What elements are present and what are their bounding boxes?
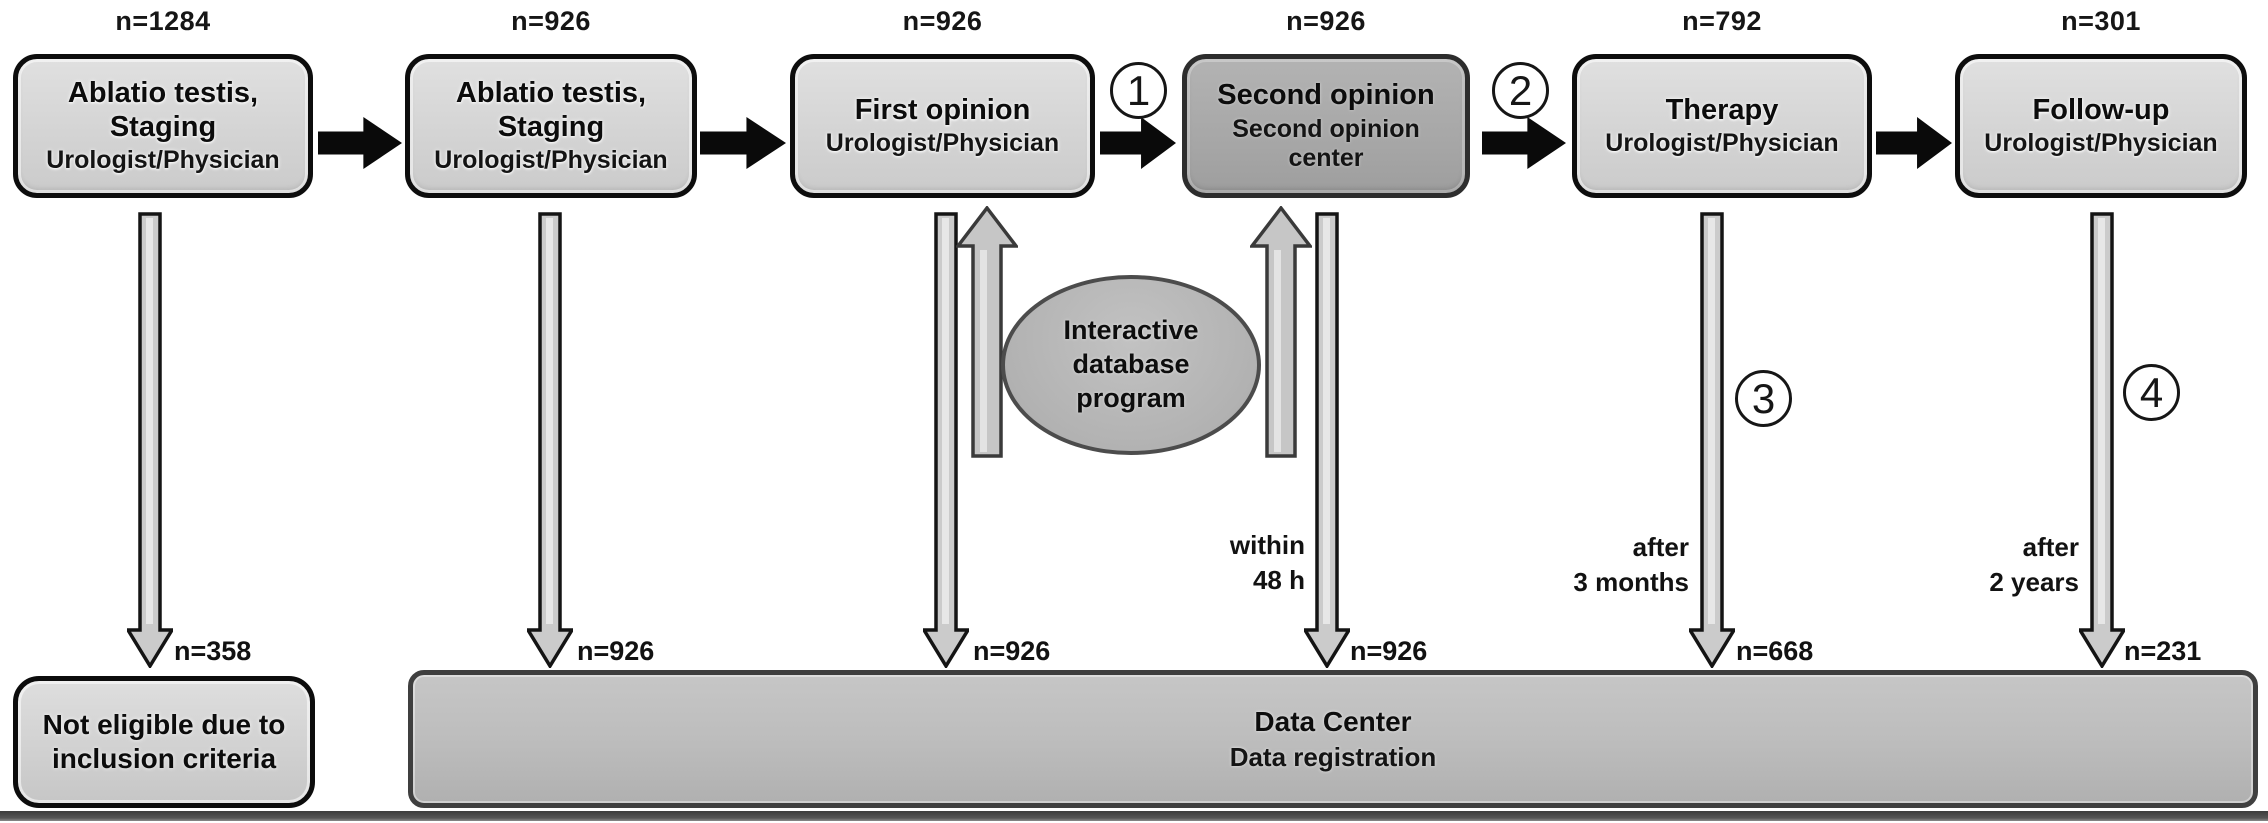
drop-count-label: n=668	[1736, 636, 1814, 666]
drop-count-label: n=926	[577, 636, 655, 666]
stage-count: n=1284	[115, 6, 211, 36]
stage-title: Ablatio testis, Staging	[67, 77, 259, 144]
step-badge-4: 4	[2123, 364, 2180, 421]
stage-subtitle: Urologist/Physician	[434, 146, 668, 175]
note-after-2-years: after 2 years	[1909, 530, 2079, 600]
stage-first-opinion: n=926 First opinion Urologist/Physician	[790, 6, 1095, 198]
drop-arrow-icon	[1689, 212, 1735, 668]
stage-count: n=301	[2061, 6, 2141, 36]
stage-box-first-opinion: First opinion Urologist/Physician	[790, 54, 1095, 198]
flow-arrow-right-icon	[1482, 117, 1566, 169]
stage-title: First opinion	[854, 94, 1031, 127]
stage-count: n=792	[1682, 6, 1762, 36]
stage-follow-up: n=301 Follow-up Urologist/Physician	[1955, 6, 2247, 198]
drop-arrow-icon	[1304, 212, 1350, 668]
stage-count: n=926	[1286, 6, 1366, 36]
database-ellipse: Interactive database program	[1001, 275, 1261, 455]
data-center-title: Data Center	[1254, 705, 1412, 737]
note-within-48h: within 48 h	[1135, 528, 1305, 598]
data-center-bar: Data Center Data registration	[408, 670, 2258, 808]
stage-count: n=926	[902, 6, 983, 36]
stage-subtitle: Second opinion center	[1232, 114, 1420, 173]
step-badge-3: 3	[1735, 370, 1792, 427]
stage-subtitle: Urologist/Physician	[46, 146, 280, 175]
stage-subtitle: Urologist/Physician	[1984, 129, 2218, 158]
flow-arrow-right-icon	[318, 117, 402, 169]
stage-ablatio-staging-1: n=1284 Ablatio testis, Staging Urologist…	[13, 6, 313, 198]
drop-count-label: n=358	[174, 636, 252, 666]
note-line: 3 months	[1573, 567, 1689, 598]
data-center-subtitle: Data registration	[1229, 741, 1437, 772]
note-after-3-months: after 3 months	[1519, 530, 1689, 600]
stage-title: Ablatio testis, Staging	[455, 77, 647, 144]
flow-arrow-right-icon	[700, 117, 786, 169]
stage-subtitle: Urologist/Physician	[1605, 129, 1839, 158]
flow-arrow-right-icon	[1100, 117, 1176, 169]
stage-ablatio-staging-2: n=926 Ablatio testis, Staging Urologist/…	[405, 6, 697, 198]
stage-box-ablatio-staging-1: Ablatio testis, Staging Urologist/Physic…	[13, 54, 313, 198]
database-ellipse-label: Interactive database program	[1063, 315, 1199, 413]
drop-count-label: n=926	[1350, 636, 1428, 666]
stage-box-ablatio-staging-2: Ablatio testis, Staging Urologist/Physic…	[405, 54, 697, 198]
stage-title: Therapy	[1665, 94, 1779, 127]
stage-therapy: n=792 Therapy Urologist/Physician	[1572, 6, 1872, 198]
drop-count-label: n=926	[973, 636, 1051, 666]
step-badge-2: 2	[1492, 62, 1549, 119]
note-line: 48 h	[1252, 565, 1305, 596]
note-line: 2 years	[1989, 567, 2079, 598]
stage-title: Follow-up	[2032, 94, 2170, 127]
drop-count-label: n=231	[2124, 636, 2202, 666]
figure-bottom-rule	[0, 811, 2268, 821]
drop-arrow-icon	[2079, 212, 2125, 668]
not-eligible-box: Not eligible due to inclusion criteria	[13, 676, 315, 808]
stage-box-therapy: Therapy Urologist/Physician	[1572, 54, 1872, 198]
drop-arrow-icon	[127, 212, 173, 668]
drop-arrow-icon	[527, 212, 573, 668]
stage-count: n=926	[511, 6, 591, 36]
stage-second-opinion: n=926 Second opinion Second opinion cent…	[1182, 6, 1470, 198]
stage-box-follow-up: Follow-up Urologist/Physician	[1955, 54, 2247, 198]
not-eligible-label: Not eligible due to inclusion criteria	[42, 709, 286, 774]
note-line: within	[1229, 530, 1305, 560]
flow-arrow-right-icon	[1876, 117, 1952, 169]
up-arrow-icon	[956, 206, 1018, 458]
stage-title: Second opinion	[1217, 79, 1435, 112]
stage-subtitle: Urologist/Physician	[825, 129, 1060, 158]
step-badge-1: 1	[1110, 62, 1167, 119]
up-arrow-icon	[1250, 206, 1312, 458]
note-line: after	[1632, 532, 1689, 562]
note-line: after	[2022, 532, 2079, 562]
stage-box-second-opinion: Second opinion Second opinion center	[1182, 54, 1470, 198]
drop-arrow-icon	[923, 212, 969, 668]
